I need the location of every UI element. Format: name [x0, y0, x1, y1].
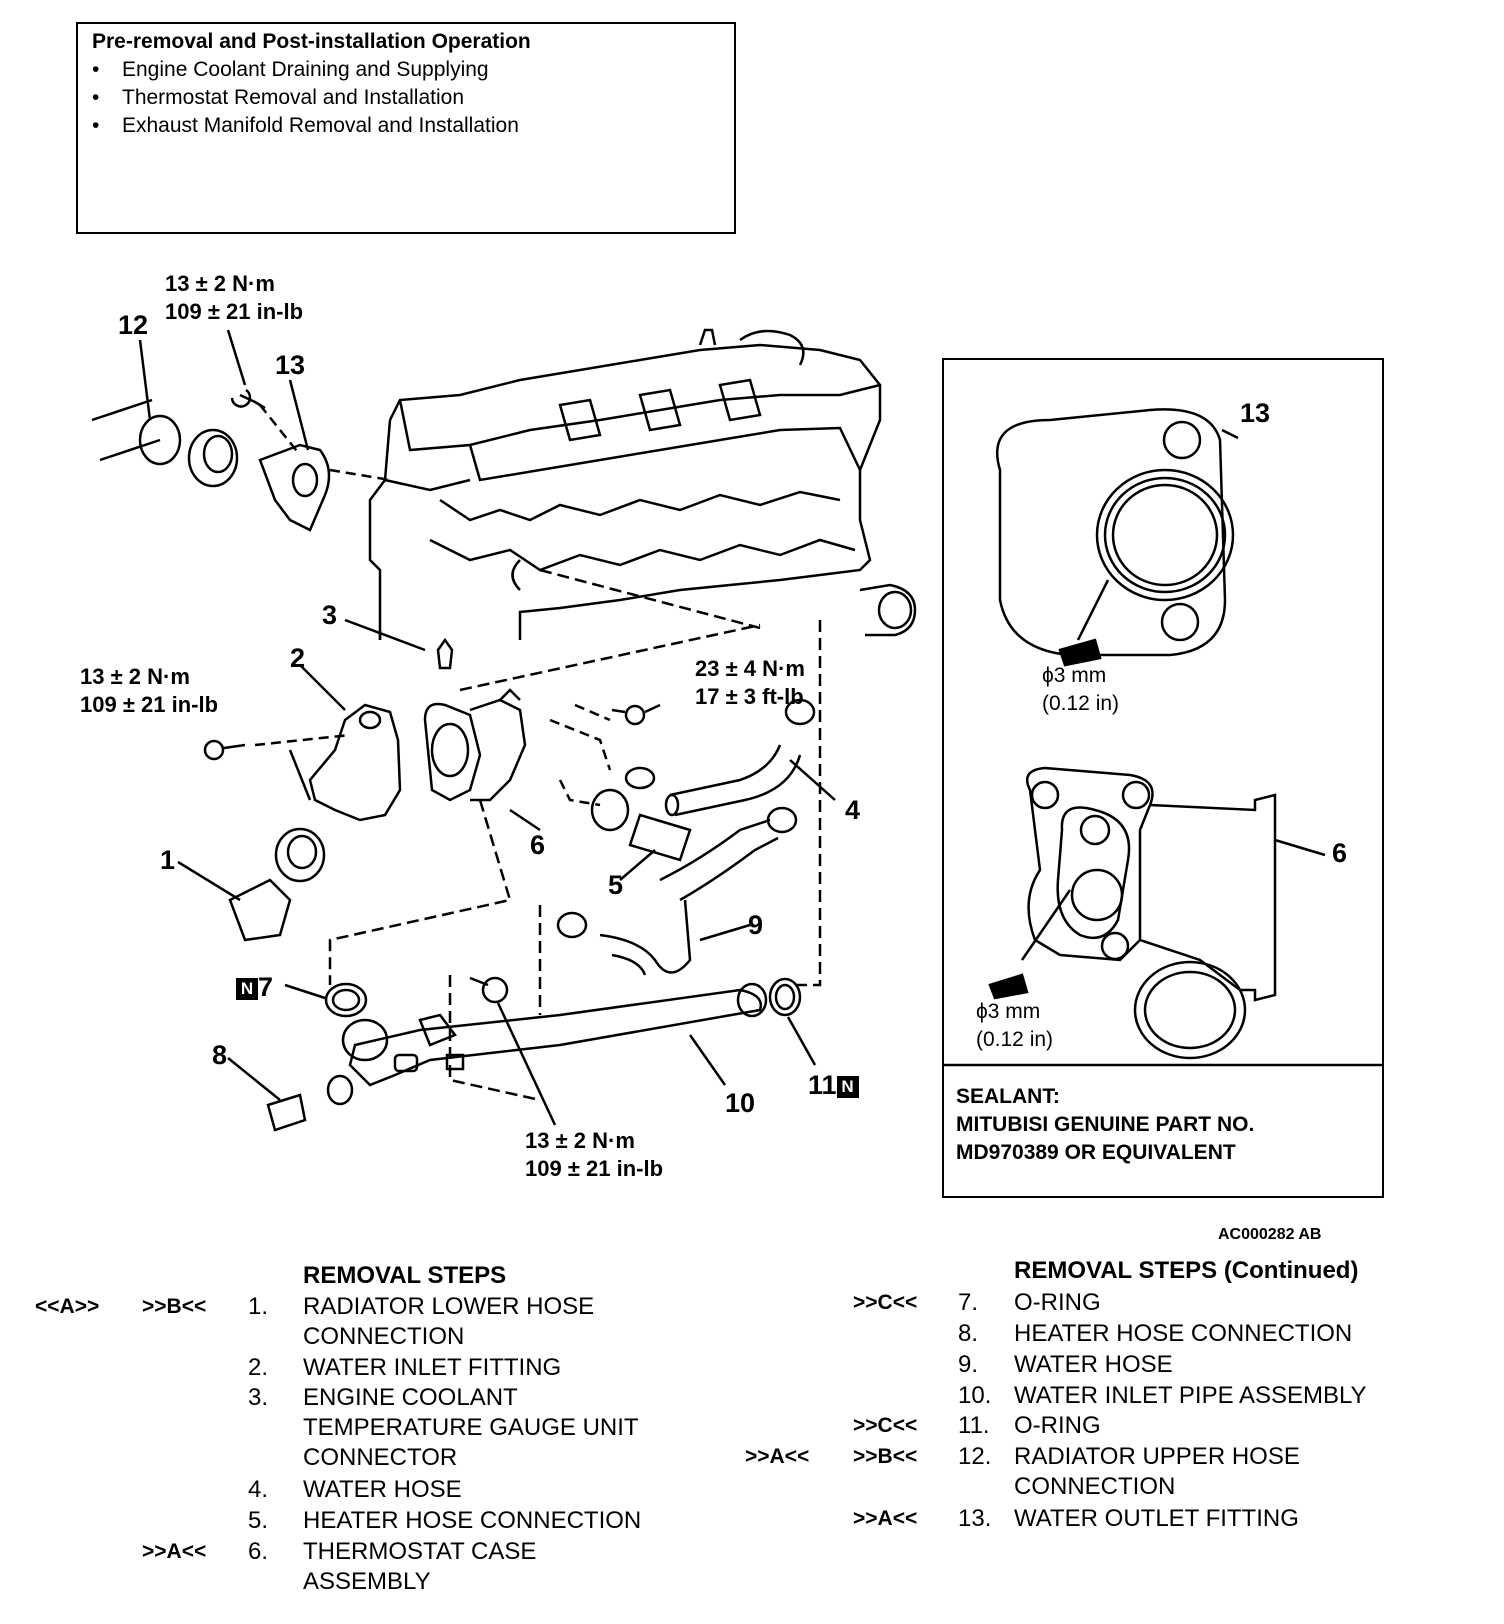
callout-4: 4 — [845, 795, 861, 825]
step-number: 3. — [248, 1384, 269, 1411]
part-12-hose — [91, 398, 161, 462]
step-text: CONNECTOR — [303, 1444, 458, 1471]
removal-steps-title: REMOVAL STEPS — [303, 1262, 507, 1289]
callout-8: 8 — [212, 1040, 228, 1070]
callout-12: 12 — [118, 310, 149, 340]
step-text: RADIATOR LOWER HOSE — [303, 1293, 595, 1320]
ref-mark: >>B<< — [853, 1445, 918, 1468]
pre-operation-title: Pre-removal and Post-installation Operat… — [92, 30, 531, 53]
step-number: 12. — [958, 1443, 992, 1470]
inset-callout-13: 13 — [1240, 398, 1271, 428]
step-text: ASSEMBLY — [303, 1568, 431, 1595]
step-text: THERMOSTAT CASE — [303, 1538, 537, 1565]
inset-gasket-13-drawing — [995, 408, 1239, 657]
step-number: 7. — [958, 1289, 979, 1316]
sealant-bead-size-1: ϕ3 mm(0.12 in) — [1042, 664, 1120, 715]
sealant-inset-panel — [942, 358, 1384, 1198]
ref-mark: >>A<< — [853, 1507, 918, 1530]
sealant-part-name: MITUBISI GENUINE PART NO. — [956, 1113, 1255, 1136]
step-text: WATER INLET FITTING — [303, 1354, 562, 1381]
removal-steps-continued-title: REMOVAL STEPS (Continued) — [1014, 1257, 1359, 1284]
pre-operation-item-text: Thermostat Removal and Installation — [122, 86, 464, 109]
ref-mark: >>C<< — [853, 1291, 918, 1314]
callout-6: 6 — [530, 830, 546, 860]
inset-thermostat-case-6-drawing — [1020, 766, 1326, 1060]
ref-mark: >>B<< — [142, 1295, 207, 1318]
step-text: WATER INLET PIPE ASSEMBLY — [1014, 1382, 1367, 1409]
figure-id: AC000282 AB — [1218, 1226, 1322, 1243]
pre-operation-box — [76, 22, 736, 234]
step-text: WATER HOSE — [1014, 1351, 1173, 1378]
step-number: 11. — [958, 1412, 990, 1439]
ref-mark: >>A<< — [142, 1540, 207, 1563]
inset-callout-6: 6 — [1332, 838, 1348, 868]
sealant-label: SEALANT: — [956, 1085, 1060, 1108]
new-part-badge: N — [836, 1075, 859, 1098]
callout-9: 9 — [748, 910, 764, 940]
step-text: RADIATOR UPPER HOSE — [1014, 1443, 1300, 1470]
step-number: 1. — [248, 1293, 269, 1320]
new-part-badge: N — [236, 977, 258, 1000]
step-text: ENGINE COOLANT — [303, 1384, 518, 1411]
callout-5: 5 — [608, 870, 624, 900]
ref-mark: >>A<< — [745, 1445, 810, 1468]
pre-operation-item: •Engine Coolant Draining and Supplying — [92, 58, 489, 81]
ref-mark: >>C<< — [853, 1414, 918, 1437]
step-number: 10. — [958, 1382, 992, 1409]
step-text: O-RING — [1014, 1412, 1101, 1439]
step-text: HEATER HOSE CONNECTION — [303, 1507, 642, 1534]
pre-operation-item-text: Exhaust Manifold Removal and Installatio… — [122, 114, 519, 137]
step-number: 5. — [248, 1507, 269, 1534]
step-number: 4. — [248, 1476, 269, 1503]
step-number: 8. — [958, 1320, 979, 1347]
callout-1: 1 — [160, 845, 176, 875]
step-number: 13. — [958, 1505, 992, 1532]
ref-mark: <<A>> — [35, 1295, 100, 1318]
step-text: CONNECTION — [303, 1323, 465, 1350]
sealant-bead-size-2: ϕ3 mm(0.12 in) — [976, 1000, 1054, 1051]
pre-operation-item-text: Engine Coolant Draining and Supplying — [122, 58, 489, 81]
sealant-part-number: MD970389 OR EQUIVALENT — [956, 1141, 1236, 1164]
step-text: HEATER HOSE CONNECTION — [1014, 1320, 1353, 1347]
pre-operation-item: •Exhaust Manifold Removal and Installati… — [92, 114, 519, 137]
step-number: 9. — [958, 1351, 979, 1378]
callout-3: 3 — [322, 600, 338, 630]
step-text: O-RING — [1014, 1289, 1101, 1316]
callout-2: 2 — [290, 643, 306, 673]
step-text: WATER OUTLET FITTING — [1014, 1505, 1299, 1532]
step-number: 6. — [248, 1538, 269, 1565]
step-number: 2. — [248, 1354, 269, 1381]
step-text: WATER HOSE — [303, 1476, 462, 1503]
callout-13: 13 — [275, 350, 306, 380]
step-text: CONNECTION — [1014, 1473, 1176, 1500]
step-text: TEMPERATURE GAUGE UNIT — [303, 1414, 639, 1441]
callout-10: 10 — [725, 1088, 756, 1118]
pre-operation-item: •Thermostat Removal and Installation — [92, 86, 464, 109]
engine-block-drawing — [368, 328, 917, 640]
